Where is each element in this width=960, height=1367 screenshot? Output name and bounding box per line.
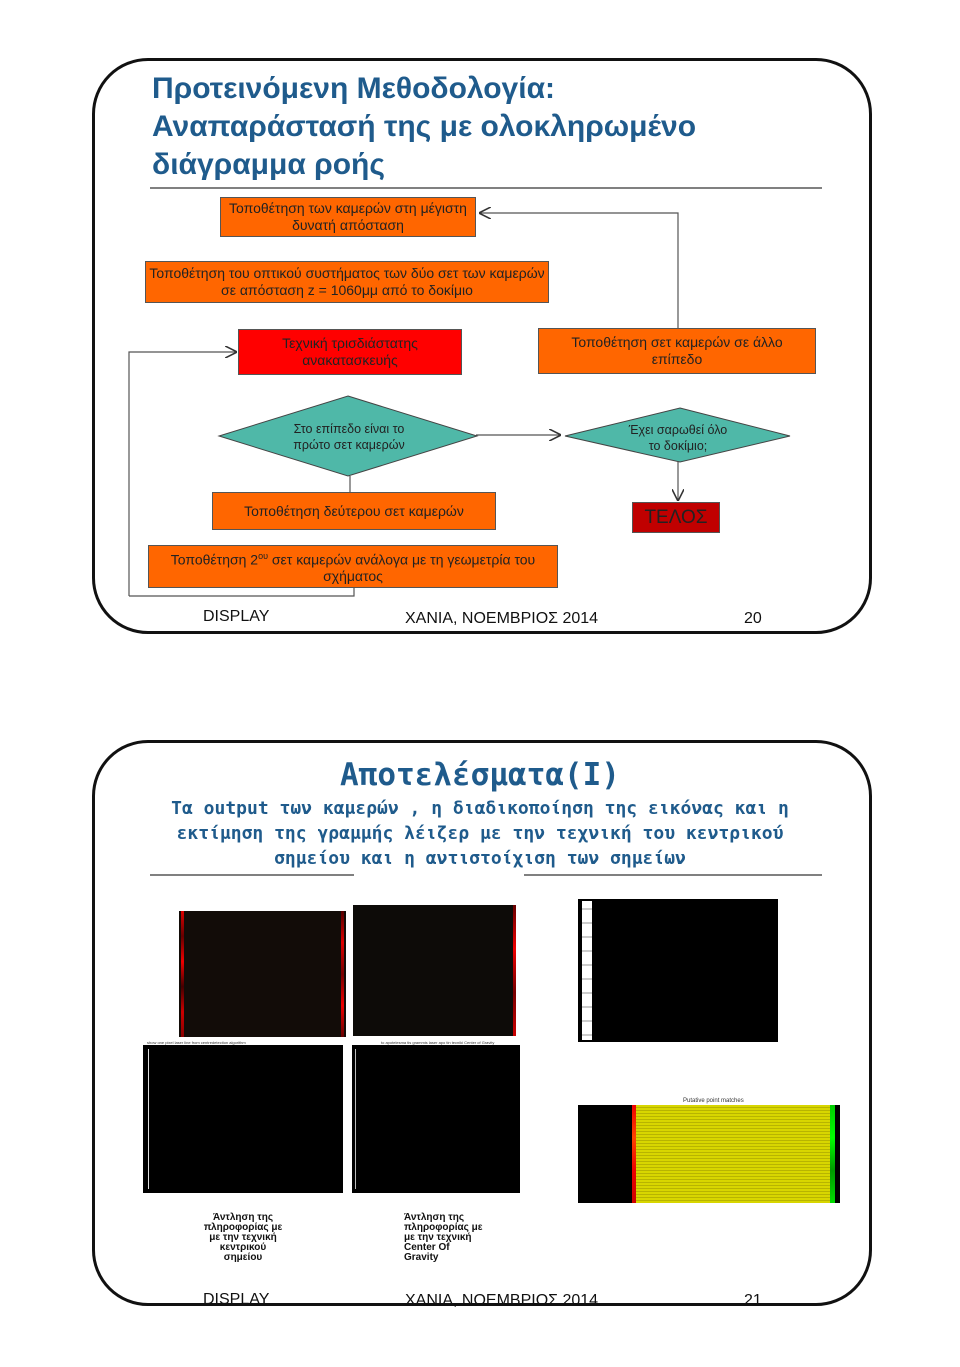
- results-subtitle: Τα output των καμερών , η διαδικοποίηση …: [160, 796, 800, 871]
- laser-line-left: [181, 911, 184, 1037]
- matches-left-edge: [632, 1105, 636, 1203]
- subtitle-line-1: Τα output των καμερών , η διαδικοποίηση …: [160, 796, 800, 821]
- geometry-suffix: σετ καμερών ανάλογα με τη γεωμετρία του …: [268, 551, 535, 584]
- camera-output-image: [179, 911, 346, 1037]
- caption-gravity-5: Gravity: [404, 1253, 504, 1263]
- caption-centre: Άντληση της πληροφορίας με με την τεχνικ…: [198, 1213, 288, 1263]
- diamond-scanned-label: Έχει σαρωθεί όλο το δοκίμιο;: [622, 422, 734, 454]
- point-matches-image: [578, 1105, 840, 1203]
- footer-center-20: ΧΑΝΙΑ, ΝΟΕΜΒΡΙΟΣ 2014: [405, 610, 598, 628]
- centre-detection-image: [143, 1045, 343, 1193]
- footer-page-21: 21: [744, 1292, 762, 1310]
- diamond-first-set-label: Στο επίπεδο είναι το πρώτο σετ καμερών: [290, 421, 408, 453]
- binary-line: [582, 901, 592, 1040]
- center-of-gravity-image: [352, 1045, 520, 1193]
- diamond-scanned-text: Έχει σαρωθεί όλο το δοκίμιο;: [622, 420, 734, 456]
- cog-line: [355, 1049, 356, 1189]
- box-end: ΤΕΛΟΣ: [632, 502, 720, 533]
- caption-gravity: Άντληση της πληροφορίας με με την τεχνικ…: [404, 1213, 504, 1263]
- camera-output-image-2: [353, 905, 516, 1036]
- results-title: Αποτελέσματα(I): [160, 756, 800, 794]
- box-second-set-geometry: Τοποθέτηση 2ου σετ καμερών ανάλογα με τη…: [148, 545, 558, 588]
- laser-line-right: [341, 911, 344, 1037]
- box-second-set-text: Τοποθέτηση δεύτερου σετ καμερών: [244, 503, 464, 520]
- box-end-text: ΤΕΛΟΣ: [644, 509, 707, 526]
- matches-right-edge: [830, 1105, 835, 1203]
- box-second-set: Τοποθέτηση δεύτερου σετ καμερών: [212, 492, 496, 530]
- footer-page-20: 20: [744, 610, 762, 628]
- subtitle-line-2: εκτίμηση της γραμμής λέιζερ με την τεχνι…: [160, 821, 800, 846]
- geometry-prefix: Τοποθέτηση 2: [171, 551, 258, 567]
- diamond-shapes: [0, 0, 960, 640]
- caption-centre-5: σημείου: [198, 1253, 288, 1263]
- footer-left-21: DISPLAY: [203, 1291, 269, 1309]
- img-caption-right: Putative point matches: [683, 1098, 744, 1104]
- binarized-image: [578, 899, 778, 1042]
- matches-band: [634, 1105, 832, 1203]
- footer-center-21: ΧΑΝΙΑ, ΝΟΕΜΒΡΙΟΣ 2014: [405, 1292, 598, 1310]
- footer-left-20: DISPLAY: [203, 608, 269, 626]
- subtitle-line-3: σημείου και η αντιστοίχιση των σημείων: [160, 846, 800, 871]
- box-second-set-geometry-text: Τοποθέτηση 2ου σετ καμερών ανάλογα με τη…: [149, 548, 557, 586]
- laser-line-mid: [513, 905, 516, 1036]
- diamond-first-set-text: Στο επίπεδο είναι το πρώτο σετ καμερών: [290, 412, 408, 462]
- geometry-sup: ου: [258, 551, 268, 561]
- divider-highlight: [354, 872, 524, 876]
- centre-line: [148, 1049, 149, 1189]
